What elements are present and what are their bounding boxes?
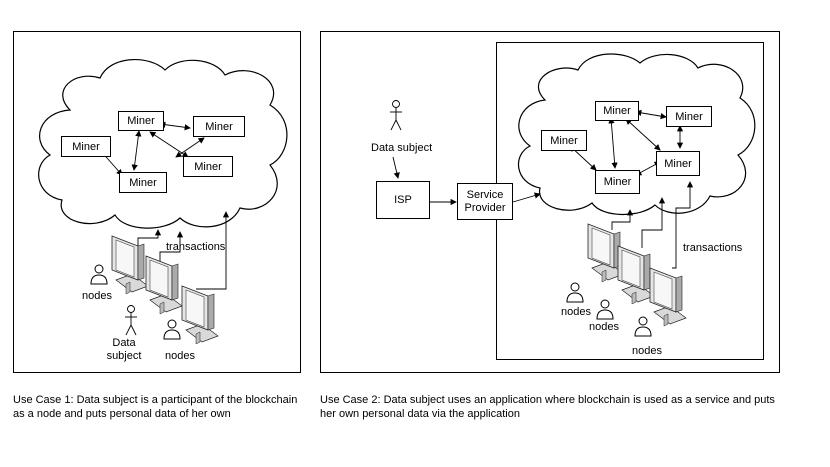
node-computer-icon [111,235,149,295]
nodes-label: nodes [82,290,112,302]
miner-box: Miner [666,106,712,127]
miner-box: Miner [595,101,639,121]
miner-box: Miner [118,111,164,131]
isp-box: ISP [376,181,430,219]
data-subject-label: Data subject [106,337,142,362]
node-computer-icon [145,255,183,315]
user-icon [163,319,181,340]
nodes-label: nodes [632,345,662,357]
transactions-label: transactions [166,241,226,253]
data-subject-label: Data subject [371,142,433,154]
miner-box: Miner [61,136,111,157]
user-icon [634,316,652,337]
nodes-label: nodes [589,321,619,333]
user-icon [596,299,614,320]
node-computer-icon [181,285,219,345]
user-icon [90,264,108,285]
nodes-label: nodes [561,306,591,318]
use-case-1-frame [13,31,301,373]
miner-box: Miner [193,116,245,137]
miner-box: Miner [595,170,640,194]
node-computer-icon [649,267,687,327]
use-case-1-caption: Use Case 1: Data subject is a participan… [13,394,298,420]
miner-box: Miner [183,156,233,177]
miner-box: Miner [119,172,167,193]
use-case-2-caption: Use Case 2: Data subject uses an applica… [320,394,775,420]
service-provider-box: Service Provider [457,183,513,220]
miner-box: Miner [656,151,700,176]
data-subject-figure-icon [124,305,138,336]
miner-box: Miner [541,130,587,151]
user-icon [566,282,584,303]
node-computer-icon [617,245,655,305]
use-case-2-frame [320,31,780,373]
nodes-label: nodes [165,350,195,362]
transactions-label: transactions [683,242,743,254]
data-subject-figure-icon [389,100,403,131]
